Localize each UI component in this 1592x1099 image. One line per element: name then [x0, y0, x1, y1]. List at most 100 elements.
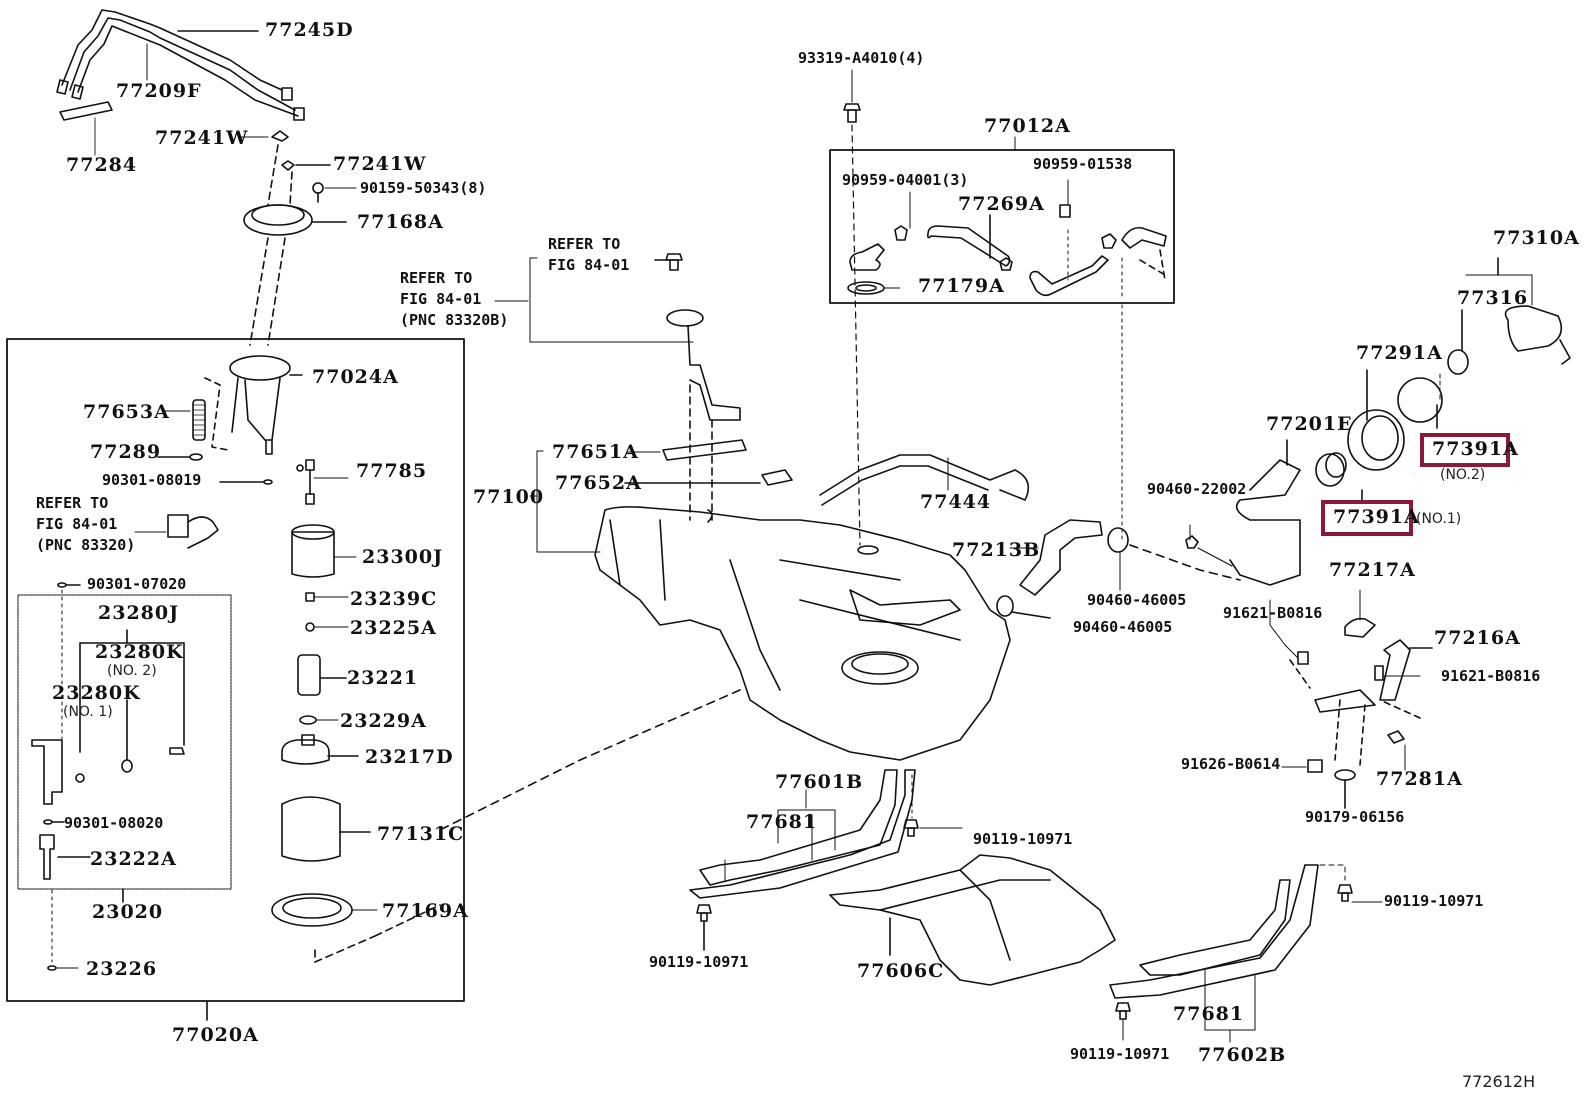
note-no2: (NO. 2) — [107, 663, 157, 679]
part-label-90159-50343[interactable]: 90159-50343(8) — [360, 179, 487, 197]
part-label-77168a[interactable]: 77168A — [357, 211, 444, 233]
part-label-77310a[interactable]: 77310A — [1493, 227, 1580, 249]
part-label-90119-10971-a[interactable]: 90119-10971 — [973, 830, 1073, 848]
note-no2-filler: (NO.2) — [1440, 467, 1486, 483]
refer-note-pnc-83320: REFER TO FIG 84-01 (PNC 83320) — [36, 494, 136, 554]
part-label-77316[interactable]: 77316 — [1457, 287, 1529, 309]
refer-bracket-83320b — [494, 253, 741, 521]
part-label-77245d[interactable]: 77245D — [265, 19, 354, 41]
part-label-90959-01538[interactable]: 90959-01538 — [1033, 155, 1133, 173]
part-label-23221[interactable]: 23221 — [347, 667, 419, 689]
part-label-90460-22002[interactable]: 90460-22002 — [1147, 480, 1247, 498]
part-label-77100[interactable]: 77100 — [473, 486, 545, 508]
part-label-77213b[interactable]: 77213B — [952, 539, 1041, 561]
part-label-77444[interactable]: 77444 — [920, 491, 992, 513]
part-label-90119-10971-d[interactable]: 90119-10971 — [1070, 1045, 1170, 1063]
part-label-77012a[interactable]: 77012A — [984, 115, 1071, 137]
part-label-77289[interactable]: 77289 — [90, 441, 162, 463]
part-label-77024a[interactable]: 77024A — [312, 366, 399, 388]
part-label-77209f[interactable]: 77209F — [116, 80, 202, 102]
part-label-23020[interactable]: 23020 — [92, 901, 164, 923]
pump-bracket-77024a — [204, 355, 303, 455]
part-label-90179-06156[interactable]: 90179-06156 — [1305, 808, 1405, 826]
part-label-23280j[interactable]: 23280J — [98, 602, 180, 624]
part-label-77201e[interactable]: 77201E — [1266, 413, 1353, 435]
refer-note-fig-84-01: REFER TO FIG 84-01 — [548, 235, 630, 274]
highlight-box-77391a-no1 — [1321, 500, 1413, 536]
fuel-tank — [594, 506, 1011, 761]
bracket-assembly-right — [1269, 589, 1433, 809]
tank-band-77602b — [1109, 864, 1383, 1043]
part-label-93319-a4010[interactable]: 93319-A4010(4) — [798, 49, 925, 67]
part-label-77179a[interactable]: 77179A — [918, 275, 1005, 297]
part-label-77169a[interactable]: 77169A — [382, 900, 469, 922]
tank-protector-77606c — [829, 854, 1116, 986]
part-label-77131c[interactable]: 77131C — [377, 823, 465, 845]
part-label-23225a[interactable]: 23225A — [350, 617, 437, 639]
part-label-77241w-b[interactable]: 77241W — [333, 153, 427, 175]
assembly-box-23020 — [17, 594, 232, 890]
part-label-77651a[interactable]: 77651A — [552, 441, 639, 463]
part-label-23226[interactable]: 23226 — [86, 958, 158, 980]
part-label-77217a[interactable]: 77217A — [1329, 559, 1416, 581]
clip-77289 — [157, 453, 203, 461]
part-label-23280k-no1[interactable]: 23280K — [52, 682, 141, 704]
part-label-91621-b0816-b[interactable]: 91621-B0816 — [1441, 667, 1541, 685]
part-label-77391a-no1[interactable]: 77391A — [1333, 506, 1420, 528]
hose-77213b — [996, 519, 1241, 619]
part-label-77269a[interactable]: 77269A — [958, 193, 1045, 215]
part-label-23280k-no2[interactable]: 23280K — [95, 641, 184, 663]
part-label-23217d[interactable]: 23217D — [365, 746, 454, 768]
part-label-77652a[interactable]: 77652A — [555, 472, 642, 494]
o-ring-90301-08019 — [219, 479, 273, 485]
part-label-77681-a[interactable]: 77681 — [746, 811, 818, 833]
note-no1-filler: (NO.1) — [1416, 511, 1462, 527]
bracket-77100 — [529, 450, 601, 553]
small-parts-column — [271, 592, 441, 963]
note-no1: (NO. 1) — [63, 704, 113, 720]
hose-77653a — [164, 399, 206, 441]
part-label-77241w-a[interactable]: 77241W — [155, 127, 249, 149]
part-label-91621-b0816-a[interactable]: 91621-B0816 — [1223, 604, 1323, 622]
part-label-77601b[interactable]: 77601B — [775, 771, 864, 793]
vent-hose-77012a-parts — [847, 179, 1167, 541]
part-label-90119-10971-c[interactable]: 90119-10971 — [1384, 892, 1484, 910]
part-label-77785[interactable]: 77785 — [356, 460, 428, 482]
part-label-77216a[interactable]: 77216A — [1434, 627, 1521, 649]
part-label-23300j[interactable]: 23300J — [362, 546, 444, 568]
gaskets-77651a-77652a — [624, 439, 793, 486]
part-label-23222a[interactable]: 23222A — [90, 848, 177, 870]
filler-neck — [1185, 305, 1571, 586]
part-label-77284[interactable]: 77284 — [66, 154, 138, 176]
retainer-ring-77168a — [243, 204, 347, 346]
part-label-90301-08020[interactable]: 90301-08020 — [64, 814, 164, 832]
filler-leaders — [1286, 257, 1533, 501]
part-label-77602b[interactable]: 77602B — [1198, 1044, 1287, 1066]
part-label-23229a[interactable]: 23229A — [340, 710, 427, 732]
fuel-tube-assembly — [56, 9, 305, 121]
sender-gauge-77785 — [296, 459, 349, 505]
part-label-77291a[interactable]: 77291A — [1356, 342, 1443, 364]
sub-parts-23280 — [31, 582, 185, 971]
part-label-77606c[interactable]: 77606C — [857, 960, 945, 982]
part-label-91626-b0614[interactable]: 91626-B0614 — [1181, 755, 1281, 773]
filter-23300j — [291, 524, 357, 578]
part-label-90301-08019[interactable]: 90301-08019 — [102, 471, 202, 489]
part-label-77281a[interactable]: 77281A — [1376, 768, 1463, 790]
assembly-box-77012a — [829, 149, 1175, 304]
part-label-77391a-no2[interactable]: 77391A — [1432, 438, 1519, 460]
part-label-77681-b[interactable]: 77681 — [1173, 1003, 1245, 1025]
assembly-box-77020a — [6, 338, 465, 1002]
part-label-77020a[interactable]: 77020A — [172, 1024, 259, 1046]
highlight-box-77391a-no2 — [1420, 433, 1510, 467]
part-label-90460-46005-a[interactable]: 90460-46005 — [1087, 591, 1187, 609]
part-label-90959-04001[interactable]: 90959-04001(3) — [842, 171, 969, 189]
part-label-90460-46005-b[interactable]: 90460-46005 — [1073, 618, 1173, 636]
part-label-90301-07020[interactable]: 90301-07020 — [87, 575, 187, 593]
bolt-90159 — [312, 182, 357, 203]
hose-77444 — [819, 454, 1030, 506]
part-label-90119-10971-b[interactable]: 90119-10971 — [649, 953, 749, 971]
part-label-77653a[interactable]: 77653A — [83, 401, 170, 423]
part-label-23239c[interactable]: 23239C — [350, 588, 438, 610]
